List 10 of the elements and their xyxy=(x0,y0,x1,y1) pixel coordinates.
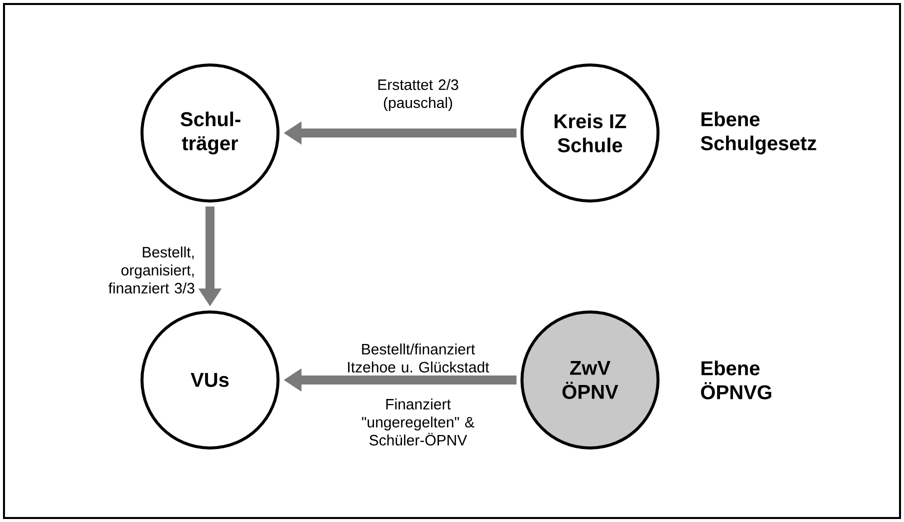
level-label: Ebene ÖPNVG xyxy=(701,360,772,400)
circle-node: Kreis IZ Schule xyxy=(520,64,660,202)
circle-node: ZwV ÖPNV xyxy=(520,310,660,450)
circle-node: Schul- träger xyxy=(140,64,280,202)
level-label: Ebene Schulgesetz xyxy=(700,112,816,154)
edge-label: Bestellt/finanziert Itzehoe u. Glückstadt xyxy=(348,344,490,372)
edge-label: Bestellt, organisiert, finanziert 3/3 xyxy=(108,246,194,294)
note-text: Finanziert "ungeregelten" & Schüler-ÖPNV xyxy=(362,398,474,446)
circle-node: VUs xyxy=(140,310,280,450)
edge-label: Erstattet 2/3 (pauschal) xyxy=(378,79,458,111)
